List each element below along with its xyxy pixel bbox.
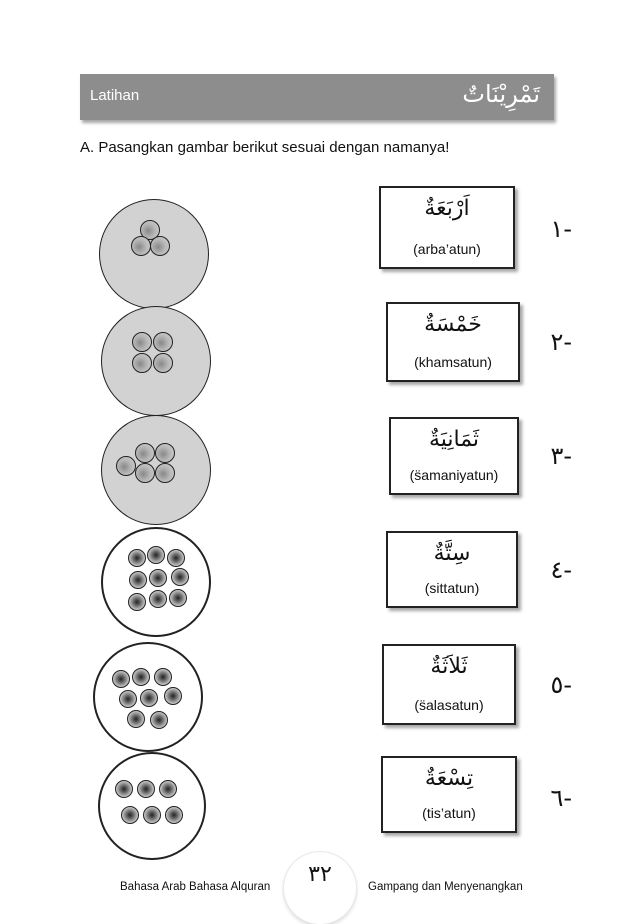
item-number-4: -٤: [550, 556, 572, 584]
object-dot: [132, 353, 152, 373]
card-arabic-word: خَمْسَةٌ: [424, 312, 482, 337]
picture-group-5: [93, 642, 203, 752]
object-dot: [121, 806, 139, 824]
exercise-instruction: A. Pasangkan gambar berikut sesuai denga…: [80, 139, 450, 156]
object-dot: [159, 780, 177, 798]
item-number-5: -٥: [550, 671, 572, 699]
object-dot: [150, 236, 170, 256]
footer-tagline: Gampang dan Menyenangkan: [368, 881, 523, 893]
object-dot: [132, 332, 152, 352]
object-dot: [153, 353, 173, 373]
object-dot: [153, 332, 173, 352]
object-dot: [147, 546, 165, 564]
object-dot: [116, 456, 136, 476]
picture-group-3: [101, 415, 211, 525]
picture-group-4: [101, 527, 211, 637]
object-dot: [129, 571, 147, 589]
card-transliteration: (tis’atun): [422, 805, 476, 821]
object-dot: [143, 806, 161, 824]
picture-group-1: [99, 199, 209, 309]
object-dot: [149, 590, 167, 608]
object-dot: [167, 549, 185, 567]
object-dot: [155, 463, 175, 483]
object-dot: [128, 549, 146, 567]
object-dot: [132, 668, 150, 686]
card-transliteration: (s̈alasatun): [414, 697, 484, 713]
page-number: ٣٢: [308, 862, 332, 887]
object-dot: [127, 710, 145, 728]
header-latin-title: Latihan: [90, 87, 140, 104]
word-card-1[interactable]: اَرْبَعَةٌ (arba’atun): [379, 186, 515, 269]
object-dot: [131, 236, 151, 256]
object-dot: [164, 687, 182, 705]
item-number-3: -٣: [550, 442, 572, 470]
card-arabic-word: اَرْبَعَةٌ: [424, 196, 470, 221]
card-transliteration: (arba’atun): [413, 241, 481, 257]
object-dot: [135, 463, 155, 483]
card-transliteration: (khamsatun): [414, 354, 492, 370]
object-dot: [135, 443, 155, 463]
word-card-2[interactable]: خَمْسَةٌ (khamsatun): [386, 302, 520, 382]
word-card-6[interactable]: تِسْعَةٌ (tis’atun): [381, 756, 517, 833]
object-dot: [171, 568, 189, 586]
object-dot: [140, 689, 158, 707]
word-card-4[interactable]: سِتَّةٌ (sittatun): [386, 531, 518, 608]
object-dot: [140, 220, 160, 240]
card-arabic-word: سِتَّةٌ: [433, 541, 471, 566]
card-transliteration: (s̈amaniyatun): [409, 467, 499, 483]
word-card-3[interactable]: ثَمَانِيَةٌ (s̈amaniyatun): [389, 417, 519, 495]
card-arabic-word: ثَمَانِيَةٌ: [428, 427, 480, 452]
item-number-6: -٦: [550, 784, 572, 812]
object-dot: [119, 690, 137, 708]
picture-group-6: [98, 752, 206, 860]
section-header: Latihan تَمْرِيْنَاتٌ: [80, 74, 554, 120]
header-arabic-title: تَمْرِيْنَاتٌ: [462, 80, 540, 108]
card-arabic-word: تِسْعَةٌ: [424, 766, 474, 791]
object-dot: [137, 780, 155, 798]
object-dot: [115, 780, 133, 798]
object-dot: [128, 593, 146, 611]
word-card-5[interactable]: ثَلاَثَةٌ (s̈alasatun): [382, 644, 516, 725]
object-dot: [155, 443, 175, 463]
object-dot: [165, 806, 183, 824]
object-dot: [154, 668, 172, 686]
picture-group-2: [101, 306, 211, 416]
footer-book-title: Bahasa Arab Bahasa Alquran: [120, 881, 271, 893]
object-dot: [112, 670, 130, 688]
page-number-badge: [284, 852, 356, 924]
card-transliteration: (sittatun): [424, 580, 480, 596]
object-dot: [149, 569, 167, 587]
object-dot: [169, 589, 187, 607]
item-number-1: -١: [550, 215, 572, 243]
item-number-2: -٢: [550, 328, 572, 356]
object-dot: [150, 711, 168, 729]
card-arabic-word: ثَلاَثَةٌ: [430, 654, 468, 679]
